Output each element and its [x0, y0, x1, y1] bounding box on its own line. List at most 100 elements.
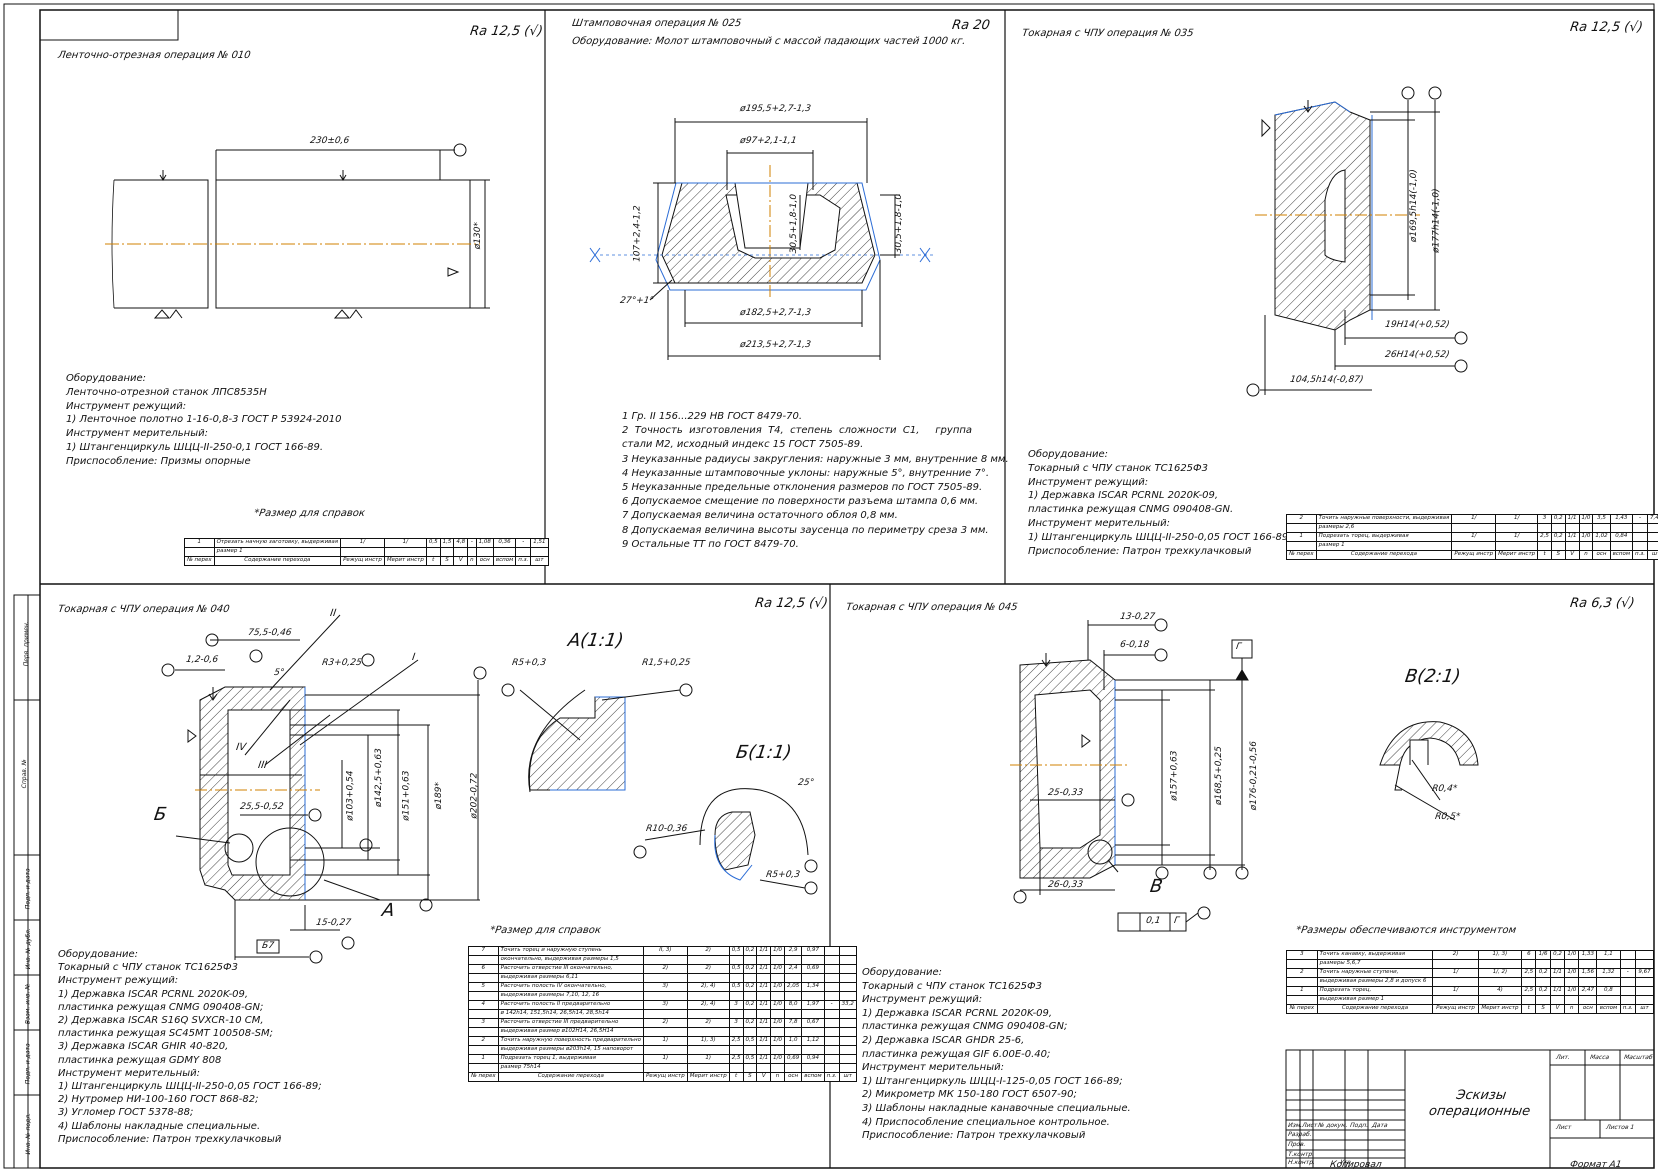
table-cell: 1/0 — [1564, 950, 1580, 960]
table-cell: 1/0 — [1564, 968, 1580, 978]
table-cell — [1432, 959, 1479, 969]
table-cell — [823, 946, 840, 956]
op025-dim-d2: ø97+2,1-1,1 — [739, 136, 798, 146]
table-cell: Точить наружную поверхность предваритель… — [497, 1036, 644, 1046]
op040-roman-iv: IV — [235, 742, 247, 753]
table-cell: 1/0 — [1564, 986, 1580, 996]
table-cell — [801, 991, 825, 1001]
table-cell — [468, 973, 499, 983]
table-cell — [1495, 523, 1539, 533]
table-cell — [686, 1045, 730, 1055]
table-cell — [1619, 977, 1637, 987]
table-cell: Точить наружные поверхности, выдерживая — [1315, 514, 1453, 524]
table-header-cell: вспом — [1609, 550, 1634, 560]
table-cell: размер 75h14 — [497, 1063, 644, 1073]
op045-info: Оборудование: Токарный с ЧПУ станок ТС16… — [862, 967, 1131, 1142]
table-cell — [838, 946, 857, 956]
table-cell — [823, 973, 840, 983]
table-cell — [1619, 995, 1637, 1005]
table-cell: 1/ — [1432, 968, 1479, 978]
table-cell: 3 — [728, 1018, 744, 1028]
op025-dim-angle: 27°+1° — [619, 296, 655, 306]
titleblock-sheets: Листов 1 — [1605, 1124, 1635, 1131]
table-cell: 2,4 — [783, 964, 803, 974]
table-cell — [801, 1063, 825, 1073]
table-cell — [728, 955, 744, 965]
table-cell — [838, 1054, 857, 1064]
table-cell — [1286, 977, 1318, 987]
table-cell — [1578, 541, 1594, 551]
table-cell: Расточить отверстие III окончательно, — [497, 964, 644, 974]
op010-dim-diameter: ø130* — [472, 222, 483, 250]
table-cell — [742, 1063, 758, 1073]
table-cell — [439, 547, 455, 557]
table-cell: Подрезать торец, выдерживая — [1315, 532, 1453, 542]
table-cell — [1596, 995, 1621, 1005]
titleblock-sheet: Лист — [1555, 1124, 1572, 1131]
table-cell — [1619, 950, 1637, 960]
op025-dim-h3: 30,5+1,8-1,0 — [894, 193, 905, 254]
view-b-r2: R5+0,3 — [765, 870, 801, 880]
table-cell: 0,94 — [801, 1054, 825, 1064]
table-cell — [742, 1009, 758, 1019]
table-header-cell: № перех — [468, 1072, 499, 1082]
table-cell — [1609, 541, 1634, 551]
table-cell — [783, 955, 803, 965]
table-cell — [1564, 977, 1580, 987]
table-cell — [1609, 523, 1634, 533]
table-cell: выдерживая размеры 6,11 — [497, 973, 644, 983]
table-cell: 1,33 — [1578, 950, 1598, 960]
op045-dim-d: ø168,5+0,25 — [1213, 746, 1224, 806]
table-cell: 0,5 — [425, 538, 441, 548]
table-header-cell: п.з. — [1619, 1004, 1637, 1014]
table-row: выдерживая размеры 7,10, 12, 16 — [468, 991, 857, 1001]
table-cell — [823, 1054, 840, 1064]
op035-dim-a: ø169,5h14(-1,0) — [1408, 169, 1419, 243]
table-cell — [1578, 977, 1598, 987]
table-cell: размеры 5,6,7 — [1316, 959, 1434, 969]
table-row: выдерживая размеры 2,8 и допуск 6 — [1286, 977, 1654, 987]
table-cell — [1286, 959, 1318, 969]
table-header-cell: n — [770, 1072, 785, 1082]
view-v-r2: R0,5* — [1434, 812, 1461, 822]
op010-drawing — [105, 143, 490, 319]
table-cell: 1/ — [1495, 514, 1539, 524]
op040-dim-g: ø142,5+0,63 — [373, 748, 384, 808]
op010-roughness: Ra 12,5 (√) — [469, 24, 544, 39]
table-cell — [1550, 523, 1566, 533]
table-row: размер 75h14 — [468, 1063, 857, 1073]
table-cell: 2), 4) — [686, 1000, 730, 1010]
table-cell — [642, 955, 688, 965]
op045-dim-b: 6-0,18 — [1119, 640, 1150, 650]
table-header-cell: осн — [475, 556, 494, 566]
table-cell: 0,8 — [1596, 986, 1621, 996]
table-cell — [770, 1027, 785, 1037]
op025-notes: 1 Гр. II 156...229 НВ ГОСТ 8479-70. 2 То… — [622, 411, 1009, 550]
table-cell — [742, 1027, 758, 1037]
table-cell: 1), 3) — [686, 1036, 730, 1046]
op010-note: *Размер для справок — [253, 508, 366, 519]
table-cell: 1/1 — [756, 1018, 772, 1028]
table-cell: 8,0 — [783, 1000, 803, 1010]
table-cell: выдерживая размер ø102H14, 26,5H14 — [497, 1027, 644, 1037]
sidebar-label-6: Подп. и дата — [24, 1043, 32, 1085]
table-cell: 1,97 — [801, 1000, 825, 1010]
op025-title: Штамповочная операция № 025 — [571, 18, 742, 29]
table-cell: 2,5 — [728, 1036, 744, 1046]
table-cell: 0,67 — [801, 1018, 825, 1028]
table-cell: 9,67 — [1635, 968, 1654, 978]
table-header-cell: Режущ инстр — [642, 1072, 688, 1082]
table-header-cell: Содержание перехода — [213, 556, 342, 566]
table-header-cell: S — [742, 1072, 758, 1082]
table-cell — [823, 982, 840, 992]
table-header-cell: Содержание перехода — [1315, 550, 1453, 560]
table-cell: 0,2 — [1535, 968, 1551, 978]
table-cell: 3) — [642, 982, 688, 992]
op040-roman-iii: III — [257, 760, 268, 771]
table-cell: 1,02 — [1592, 532, 1611, 542]
table-cell: 1/1 — [756, 1000, 772, 1010]
